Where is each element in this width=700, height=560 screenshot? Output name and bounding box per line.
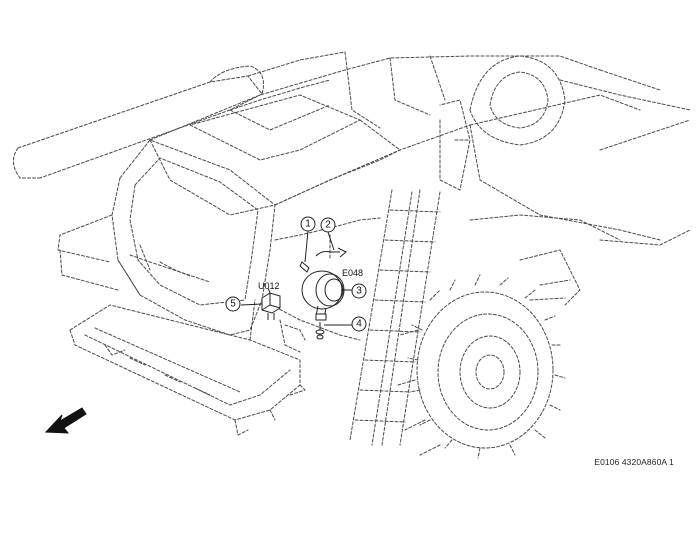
svg-text:1: 1 xyxy=(305,219,311,230)
rear-upper-structure xyxy=(469,55,691,306)
bolt-washer-nut xyxy=(315,322,352,340)
direction-arrow xyxy=(44,407,87,434)
svg-text:5: 5 xyxy=(230,299,236,310)
callout-3: 3 xyxy=(351,283,367,299)
svg-text:3: 3 xyxy=(356,286,362,297)
side-body xyxy=(261,149,401,353)
callout-2: 2 xyxy=(320,217,336,233)
label-e048: E048 xyxy=(342,268,363,278)
front-platform xyxy=(69,299,306,436)
svg-text:4: 4 xyxy=(356,319,362,330)
unloading-auger xyxy=(13,51,346,179)
callout-5: 5 xyxy=(225,296,241,312)
label-u012: U012 xyxy=(258,281,280,291)
figure-code: E0106 4320A860A 1 xyxy=(594,457,674,467)
callout-1: 1 xyxy=(300,216,316,232)
relay-u012 xyxy=(240,287,281,320)
svg-text:2: 2 xyxy=(325,220,331,231)
front-wheel xyxy=(397,274,566,459)
bulb-holder-parts xyxy=(299,230,347,273)
ladder xyxy=(349,99,471,446)
work-light-e048 xyxy=(301,270,352,321)
cab-outline xyxy=(57,139,276,336)
callout-4: 4 xyxy=(351,316,367,332)
grain-tank-outline xyxy=(149,51,661,241)
